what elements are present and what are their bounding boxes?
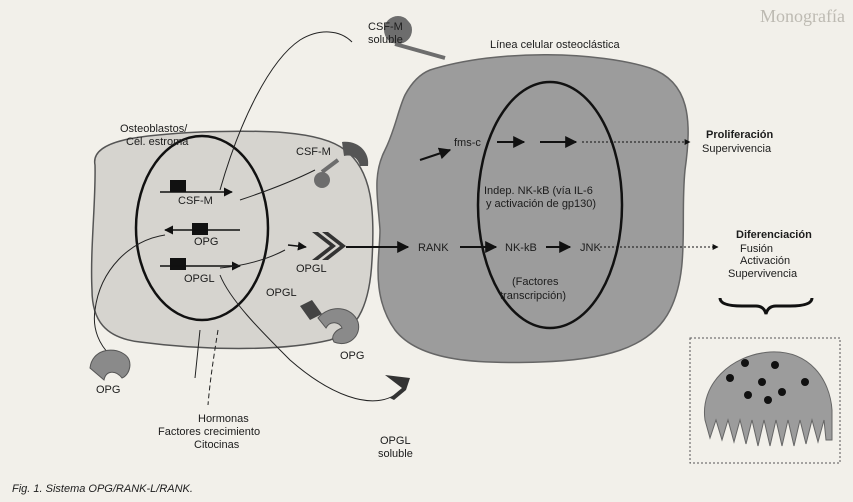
opgl-membrane-curve: [219, 249, 286, 269]
osteoclast-cell: [376, 54, 689, 364]
opg-gene-box: [192, 223, 208, 235]
opgl-soluble-ligand: [385, 375, 410, 400]
label-rank: RANK: [418, 242, 449, 254]
label-supervivencia-2: Supervivencia: [728, 268, 798, 280]
header-word: Monografía: [760, 6, 845, 26]
osteoblast-cell: [90, 130, 374, 350]
label-opg-free: OPG: [96, 384, 120, 396]
label-opg-gene: OPG: [194, 236, 218, 248]
csfm-gene-box: [170, 180, 186, 192]
label-fms-c: fms-c: [454, 137, 481, 149]
label-indep-1: Indep. NK-kB (vía IL-6: [484, 185, 593, 197]
label-opgl-left: OPGL: [266, 287, 297, 299]
opg-bound-ligand: [317, 308, 360, 344]
fms-receptor: [342, 141, 369, 166]
label-opgl-gene: OPGL: [184, 273, 215, 285]
label-indep-2: y activación de gp130): [486, 198, 596, 210]
csfm-membrane-curve: [239, 169, 316, 201]
label-opgl-soluble-2: soluble: [378, 448, 413, 460]
label-supervivencia-1: Supervivencia: [702, 143, 772, 155]
osteoclast-nuclei-dots: [726, 359, 809, 404]
label-proliferacion: Proliferación: [706, 129, 774, 141]
label-csfm-soluble: CSF-M: [368, 21, 403, 33]
label-activacion: Activación: [740, 255, 790, 267]
label-csfm-soluble-2: soluble: [368, 34, 403, 46]
label-factores-crecimiento: Factores crecimiento: [158, 426, 260, 438]
hormones-curve-2: [194, 329, 201, 379]
label-opg-bound: OPG: [340, 350, 364, 362]
csfm-soluble-curve: [219, 31, 353, 191]
label-factores-2: transcripción): [500, 290, 566, 302]
label-fusion: Fusión: [740, 243, 773, 255]
opgl-soluble-curve: [219, 274, 396, 402]
opgl-gene-box: [170, 258, 186, 270]
csfm-soluble-ligand: [384, 16, 412, 44]
hormones-curve: [207, 329, 219, 406]
rank-receptor: [312, 232, 336, 260]
brace: [718, 297, 814, 315]
label-jnk: JNK: [580, 242, 601, 254]
label-csfm-membrane: CSF-M: [296, 146, 331, 158]
label-diferenciacion: Diferenciación: [736, 229, 812, 241]
arrow-fms: [419, 147, 452, 161]
label-csfm-gene: CSF-M: [178, 195, 213, 207]
opg-free-ligand: [89, 349, 131, 381]
label-osteoblastos: Osteoblastos/: [120, 123, 188, 135]
label-opgl-mid: OPGL: [296, 263, 327, 275]
label-opgl-soluble: OPGL: [380, 435, 411, 447]
osteoclast-illustration-box: [689, 337, 841, 464]
label-nkkb: NK-kB: [505, 242, 537, 254]
label-cel-estroma: Cél. estroma: [126, 136, 189, 148]
label-factores-1: (Factores: [512, 276, 559, 288]
figure-caption: Fig. 1. Sistema OPG/RANK-L/RANK.: [12, 483, 193, 495]
osteoclast-nucleus: [476, 80, 624, 330]
csfm-membrane-ligand: [314, 172, 330, 188]
label-hormonas: Hormonas: [198, 413, 249, 425]
opg-release-curve: [93, 234, 166, 356]
osteoblast-nucleus: [134, 134, 270, 322]
label-citocinas: Citocinas: [194, 439, 240, 451]
label-linea-celular: Línea celular osteoclástica: [490, 39, 621, 51]
csfm-soluble-stem: [394, 42, 446, 60]
